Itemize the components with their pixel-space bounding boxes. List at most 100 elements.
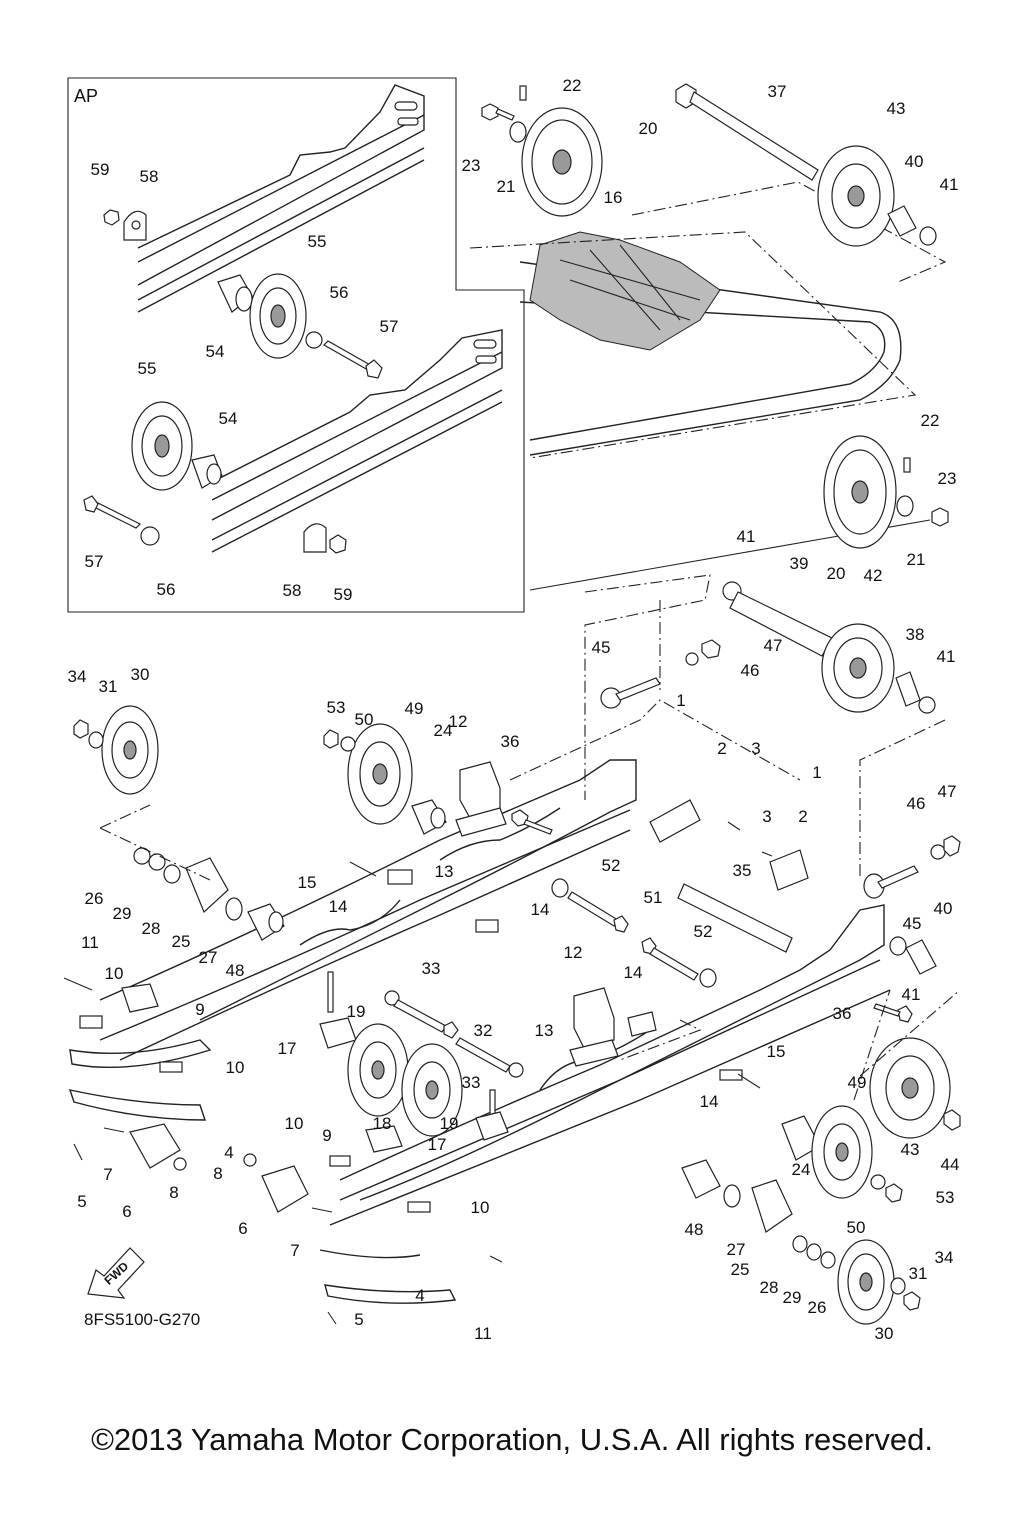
callout-35: 35 [733,861,752,880]
callout-37: 37 [768,82,787,101]
callout-20: 20 [827,564,846,583]
callout-7: 7 [290,1241,299,1260]
callout-7: 7 [103,1165,112,1184]
callout-41: 41 [940,175,959,194]
callout-56: 56 [330,283,349,302]
callout-16: 16 [604,188,623,207]
callout-46: 46 [907,794,926,813]
callout-23: 23 [938,469,957,488]
callout-30: 30 [875,1324,894,1343]
callout-24: 24 [792,1160,811,1179]
callout-9: 9 [195,1000,204,1019]
inset-label: AP [74,86,98,106]
callout-26: 26 [85,889,104,908]
callout-47: 47 [938,782,957,801]
callout-1: 1 [812,763,821,782]
inset-lower-rail [211,329,503,553]
callout-4: 4 [415,1286,424,1305]
callout-36: 36 [833,1004,852,1023]
callout-13: 13 [535,1021,554,1040]
callout-5: 5 [354,1310,363,1329]
track-belt [469,181,947,591]
callout-28: 28 [760,1278,779,1297]
callout-15: 15 [767,1042,786,1061]
callout-23: 23 [462,156,481,175]
callout-50: 50 [355,710,374,729]
center-right-lower-parts [99,699,961,1325]
callout-14: 14 [329,897,348,916]
callout-25: 25 [172,932,191,951]
callout-14: 14 [624,963,643,982]
callout-6: 6 [238,1219,247,1238]
callout-34: 34 [68,667,87,686]
callout-11: 11 [81,933,99,952]
callout-22: 22 [563,76,582,95]
callout-36: 36 [501,732,520,751]
callout-40: 40 [905,152,924,171]
callout-19: 19 [440,1114,459,1133]
mid-axle-group [584,574,946,880]
callout-47: 47 [764,636,783,655]
callout-14: 14 [700,1092,719,1111]
callout-12: 12 [449,712,468,731]
callout-49: 49 [848,1073,867,1092]
callout-44: 44 [941,1155,960,1174]
callout-55: 55 [138,359,157,378]
callout-30: 30 [131,665,150,684]
callout-59: 59 [91,160,110,179]
callout-10: 10 [105,964,124,983]
callout-10: 10 [226,1058,245,1077]
callout-40: 40 [934,899,953,918]
top-parts [481,83,937,247]
inset-upper-rail [137,84,425,313]
callout-11: 11 [474,1324,492,1343]
callout-55: 55 [308,232,327,251]
callout-52: 52 [694,922,713,941]
callout-17: 17 [428,1135,447,1154]
callout-54: 54 [219,409,238,428]
callout-45: 45 [903,914,922,933]
callout-10: 10 [285,1114,304,1133]
callout-50: 50 [847,1218,866,1237]
main-rails [68,759,891,1304]
callout-22: 22 [921,411,940,430]
callout-53: 53 [327,698,346,717]
callout-21: 21 [907,550,926,569]
callout-29: 29 [113,904,132,923]
callout-9: 9 [322,1126,331,1145]
callout-18: 18 [373,1114,392,1133]
callout-59: 59 [334,585,353,604]
callout-51: 51 [644,888,663,907]
callout-21: 21 [497,177,516,196]
callout-3: 3 [751,739,760,758]
callout-39: 39 [790,554,809,573]
callout-28: 28 [142,919,161,938]
callout-41: 41 [737,527,756,546]
callout-54: 54 [206,342,225,361]
callout-10: 10 [471,1198,490,1217]
callout-20: 20 [639,119,658,138]
callout-53: 53 [936,1188,955,1207]
callout-19: 19 [347,1002,366,1021]
drawing-code: 8FS5100-G270 [84,1310,200,1329]
callout-52: 52 [602,856,621,875]
callout-24: 24 [434,721,453,740]
callout-12: 12 [564,943,583,962]
callout-56: 56 [157,580,176,599]
callout-58: 58 [140,167,159,186]
callout-13: 13 [435,862,454,881]
callout-31: 31 [909,1264,928,1283]
fwd-direction-indicator: FWD [87,1247,145,1299]
callout-33: 33 [462,1073,481,1092]
callout-2: 2 [798,807,807,826]
right-upper-parts [823,435,949,549]
callout-8: 8 [213,1164,222,1183]
callout-1: 1 [676,691,685,710]
callout-57: 57 [380,317,399,336]
callout-27: 27 [727,1240,746,1259]
left-side-parts [63,705,809,1325]
callout-15: 15 [298,873,317,892]
callout-33: 33 [422,959,441,978]
inset-parts [83,209,383,554]
callout-32: 32 [474,1021,493,1040]
